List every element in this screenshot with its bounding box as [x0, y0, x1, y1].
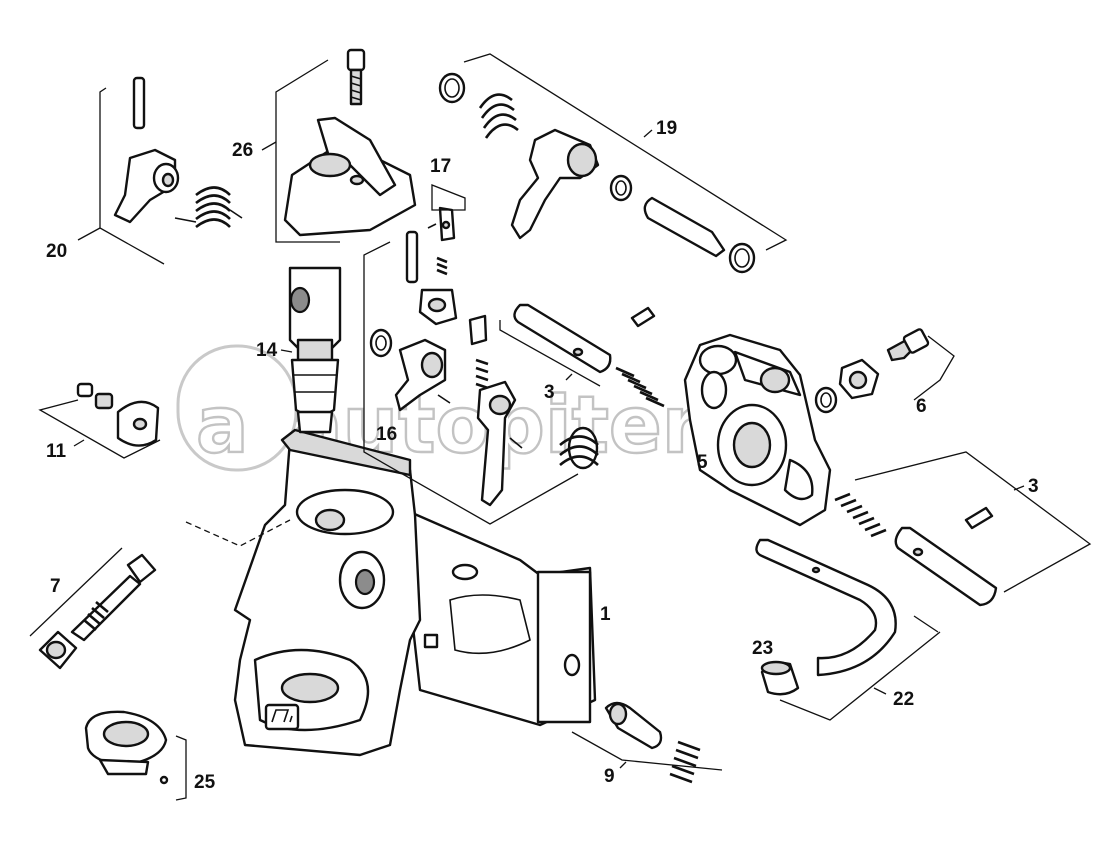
part-6-nut: [814, 328, 930, 414]
callout-14: 14: [256, 340, 278, 361]
bracket-17: [431, 184, 466, 211]
leader-22: [873, 687, 887, 695]
part-11-bolt-set: [76, 382, 160, 447]
part-9-bolt: [604, 701, 701, 784]
part-14-pin: [288, 266, 342, 434]
callout-7: 7: [50, 576, 61, 597]
callout-5: 5: [697, 452, 708, 473]
leader-26: [261, 141, 277, 151]
bracket-26: [275, 59, 340, 243]
part-26-cover: [283, 48, 417, 237]
leader-19: [643, 129, 653, 138]
callout-20: 20: [46, 241, 67, 262]
leader-20: [77, 227, 101, 241]
bracket-19: [463, 53, 788, 251]
callout-1: 1: [600, 604, 611, 625]
callout-19: 19: [656, 118, 677, 139]
callout-25: 25: [194, 772, 216, 793]
part-17-clip: [427, 206, 456, 242]
part-22-handle: [755, 538, 897, 677]
leader-11: [73, 439, 85, 447]
callout-3-lower: 3: [1028, 476, 1039, 497]
callout-22: 22: [893, 689, 914, 710]
part-1-housing: [233, 428, 597, 757]
part-3-pin-lower: [834, 492, 998, 607]
part-5-plate: [683, 333, 832, 527]
part-19-lever-assembly: [438, 72, 756, 274]
bracket-3-lower: [854, 451, 1092, 593]
part-20-lever: [113, 76, 243, 229]
bracket-20: [99, 87, 165, 265]
callout-17: 17: [430, 156, 451, 177]
part-23-cap: [760, 660, 800, 696]
part-3-pin-upper: [513, 303, 665, 408]
leader-9: [619, 761, 627, 769]
bracket-16: [363, 241, 579, 525]
leader-14: [280, 349, 293, 353]
callout-23: 23: [752, 638, 773, 659]
callout-9: 9: [604, 766, 615, 787]
part-16-lock: [369, 230, 599, 507]
bracket-25: [175, 735, 187, 801]
callout-16: 16: [376, 424, 397, 445]
leader-3-lower: [1013, 485, 1025, 491]
bracket-3-upper: [499, 320, 601, 387]
leader-3-upper: [565, 373, 573, 381]
part-7-bolt: [38, 553, 157, 670]
callout-6: 6: [916, 396, 927, 417]
bracket-22: [779, 615, 941, 721]
watermark-logo: a: [196, 381, 249, 471]
callout-3-upper: 3: [544, 382, 555, 403]
callout-11: 11: [46, 441, 67, 462]
part-25-spacer: [84, 710, 169, 785]
bracket-11: [38, 399, 161, 459]
callout-26: 26: [232, 140, 253, 161]
bracket-9: [571, 731, 723, 771]
bracket-6: [913, 335, 955, 401]
bracket-7: [29, 547, 123, 637]
